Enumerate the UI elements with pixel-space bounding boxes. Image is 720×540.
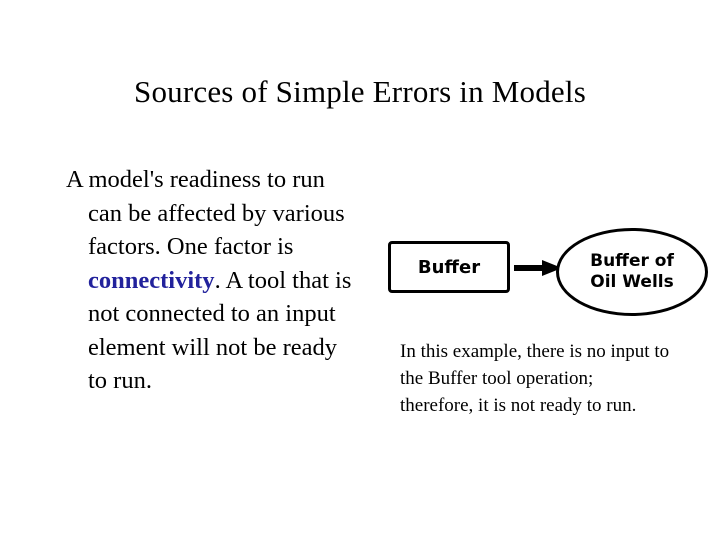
buffer-tool-label: Buffer [417,256,481,278]
diagram-caption: In this example, there is no input to th… [400,341,670,416]
body-text-before: A model's readiness to run can be affect… [66,166,345,260]
buffer-of-oil-wells-oval: Buffer of Oil Wells [556,228,708,316]
body-text-highlight: connectivity [88,266,215,294]
buffer-tool-box: Buffer [388,241,510,293]
oval-label-line1: Buffer of [590,251,674,271]
page-title: Sources of Simple Errors in Models [134,74,586,109]
body-text: A model's readiness to run can be affect… [66,163,356,398]
oval-label-line2: Oil Wells [590,272,674,292]
connectivity-diagram: Buffer Buffer of Oil Wells [380,228,708,318]
right-arrow-icon [514,260,562,276]
body-paragraph: A model's readiness to run can be affect… [66,163,356,398]
body-text-after: . A tool that is not connected to an inp… [88,266,352,395]
